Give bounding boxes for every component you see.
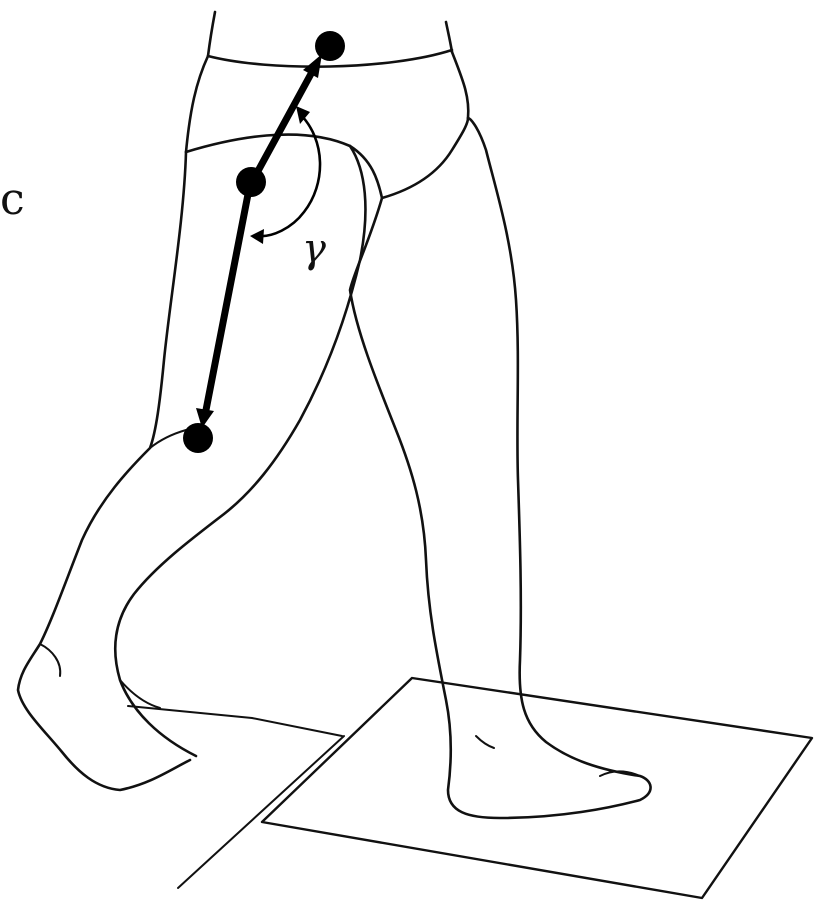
stance-leg-outline — [350, 118, 651, 818]
pelvis-segment — [252, 54, 322, 182]
marker-knee-dot — [183, 423, 213, 453]
arc-arrowhead-bottom — [250, 229, 264, 244]
segment-label: c — [0, 174, 25, 225]
angle-label: γ — [302, 226, 326, 272]
force-plate — [128, 678, 812, 898]
marker-hip-dot — [236, 167, 266, 197]
thigh-segment — [196, 184, 250, 428]
marker-top-dot — [315, 31, 345, 61]
